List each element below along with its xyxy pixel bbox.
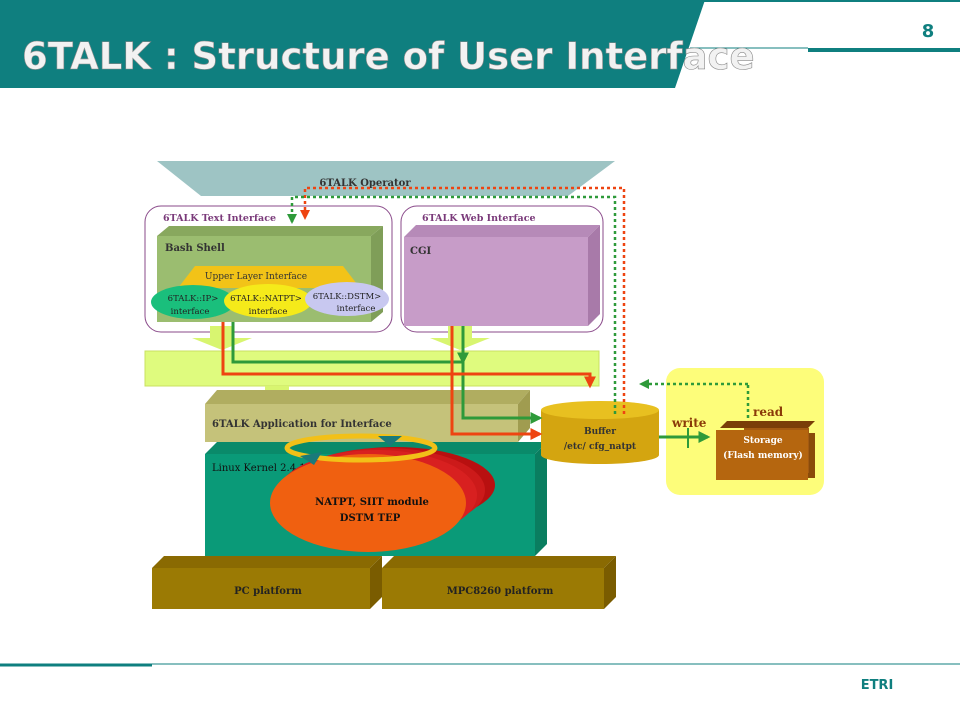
mpc-platform-label: MPC8260 platform bbox=[447, 586, 554, 597]
upper-layer-interface bbox=[178, 266, 360, 288]
storage-box bbox=[716, 421, 815, 480]
ip-interface-label-1: 6TALK::IP> bbox=[168, 294, 219, 304]
read-label: read bbox=[753, 405, 784, 419]
module-label-1: NATPT, SIIT module bbox=[315, 497, 429, 508]
buffer-cylinder bbox=[541, 401, 659, 464]
storage-label-1: Storage bbox=[743, 436, 783, 446]
header-banner bbox=[0, 0, 960, 88]
bash-shell-label: Bash Shell bbox=[165, 243, 225, 254]
pc-platform-box bbox=[152, 556, 382, 609]
cgi-label: CGI bbox=[410, 246, 431, 257]
rotation-arrows-icon bbox=[284, 433, 438, 465]
cgi-box bbox=[404, 225, 600, 326]
footer-rule bbox=[0, 663, 960, 667]
footer-logo-text: ETRI bbox=[861, 678, 894, 693]
text-interface-label: 6TALK Text Interface bbox=[163, 213, 276, 224]
web-interface-frame bbox=[400, 205, 604, 333]
flow-arrows bbox=[221, 322, 711, 443]
dotted-arrows bbox=[287, 186, 750, 418]
slide-title: 6TALK : Structure of User Interface bbox=[22, 35, 755, 78]
buffer-label-2: /etc/ cfg_natpt bbox=[564, 442, 637, 452]
app-box bbox=[205, 390, 530, 442]
kernel-label: Linux Kernel 2.4.18 bbox=[212, 463, 312, 474]
dstm-interface bbox=[305, 282, 389, 316]
pc-platform-label: PC platform bbox=[234, 586, 302, 597]
web-interface-label: 6TALK Web Interface bbox=[422, 213, 536, 224]
mpc-platform-box bbox=[382, 556, 616, 609]
operator-label: 6TALK Operator bbox=[319, 178, 411, 189]
buffer-label-1: Buffer bbox=[584, 427, 616, 437]
page-number: 8 bbox=[922, 21, 935, 42]
natpt-interface-label-2: interface bbox=[249, 307, 288, 317]
natpt-interface bbox=[224, 284, 312, 318]
write-label: write bbox=[671, 416, 707, 430]
module-label-2: DSTM TEP bbox=[340, 513, 401, 524]
app-label: 6TALK Application for Interface bbox=[212, 419, 392, 430]
dstm-interface-label-1: 6TALK::DSTM> bbox=[313, 292, 382, 302]
text-interface-frame bbox=[144, 205, 393, 333]
storage-label-2: (Flash memory) bbox=[723, 450, 803, 461]
dstm-interface-label-2: interface bbox=[337, 304, 376, 314]
ip-interface-label-2: interface bbox=[171, 307, 210, 317]
upper-layer-label: Upper Layer Interface bbox=[205, 272, 307, 282]
ip-interface bbox=[151, 285, 235, 319]
module-stack bbox=[270, 447, 495, 552]
natpt-interface-label-1: 6TALK::NATPT> bbox=[230, 294, 302, 304]
connector-band bbox=[144, 350, 600, 387]
